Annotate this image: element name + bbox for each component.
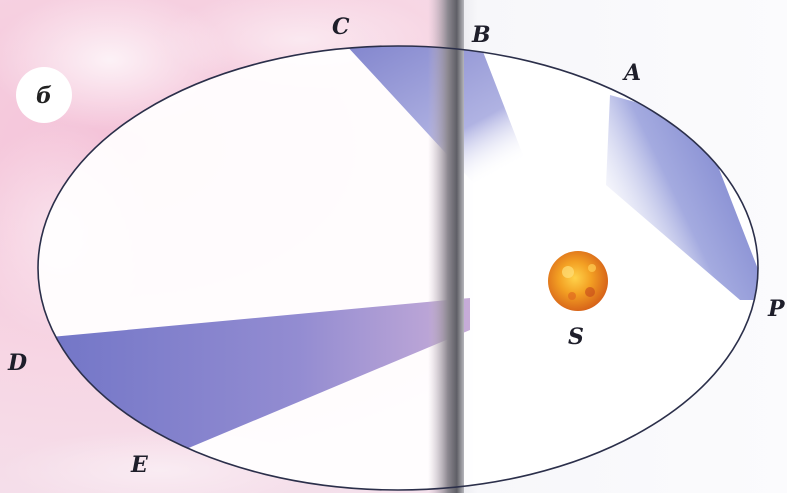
figure-badge: б: [16, 67, 72, 123]
orbit-ellipse: [37, 45, 759, 491]
label-point-B: B: [471, 22, 491, 48]
label-point-D: D: [7, 350, 27, 376]
label-sun-S: S: [568, 324, 584, 350]
label-point-A: A: [622, 60, 641, 86]
badge-label: б: [36, 83, 52, 109]
sun: [548, 251, 608, 311]
label-point-E: E: [130, 452, 149, 478]
sector-D-E: [40, 298, 470, 460]
label-point-C: C: [332, 14, 350, 40]
sector-A-P: [606, 95, 758, 300]
label-point-P: P: [767, 296, 786, 322]
book-gutter: [428, 0, 464, 493]
